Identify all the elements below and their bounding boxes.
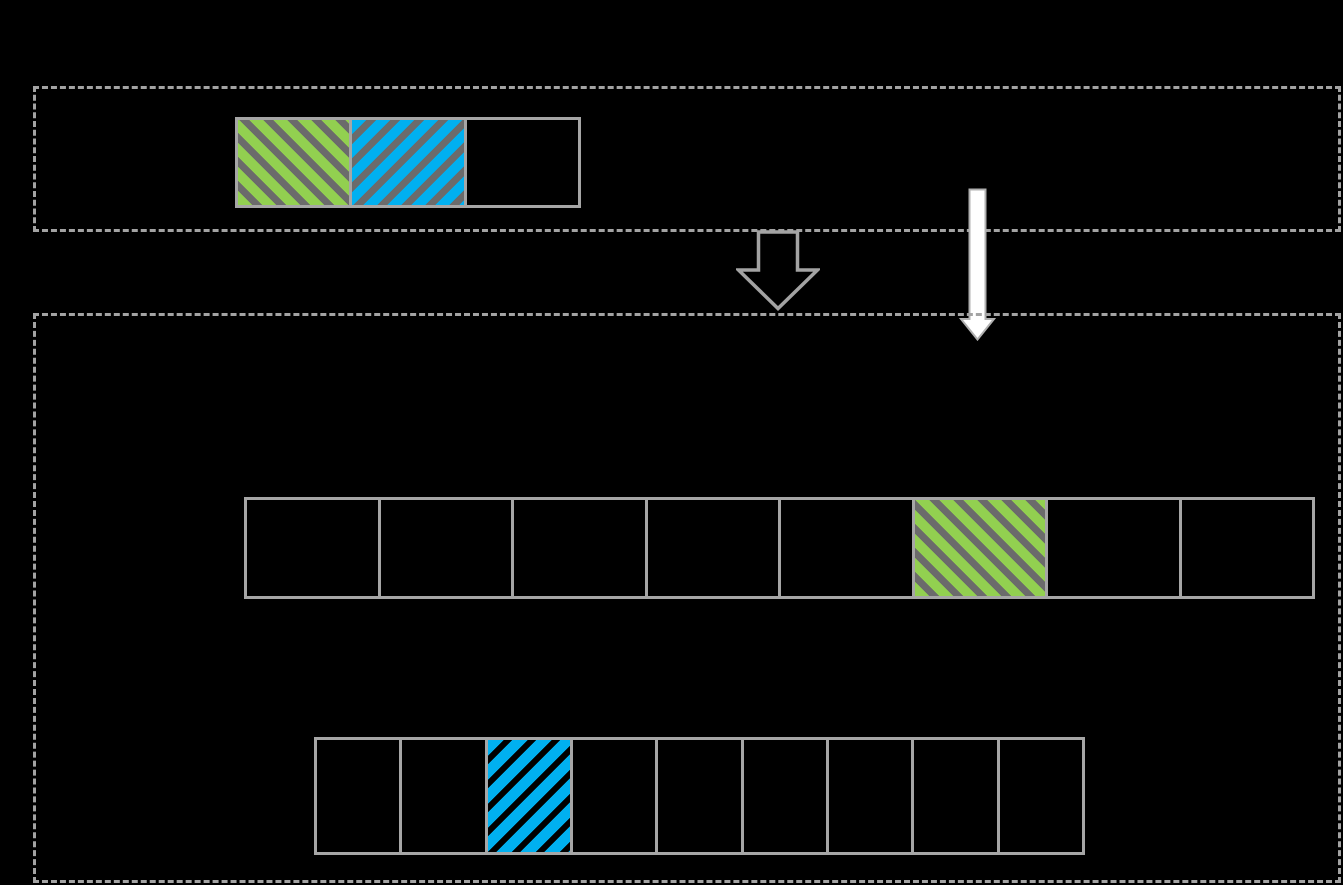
outline-down-arrow-icon (734, 230, 822, 311)
array-cell-6 (740, 740, 826, 852)
cell-array-bottom (314, 737, 1085, 855)
array-cell-7 (1045, 500, 1179, 596)
array-cell-5 (778, 500, 912, 596)
array-cell-8 (1178, 500, 1313, 596)
array-cell-3 (511, 500, 645, 596)
array-cell-8 (911, 740, 996, 852)
array-cell-3 (463, 120, 578, 205)
array-cell-7 (825, 740, 911, 852)
array-cell-9 (996, 740, 1082, 852)
array-cell-2-blue-hatch (349, 120, 464, 205)
dashed-group-box-top (33, 86, 1341, 232)
array-cell-4 (569, 740, 655, 852)
array-cell-4 (644, 500, 779, 596)
array-cell-2 (377, 500, 512, 596)
array-cell-6-green-hatch (911, 500, 1045, 596)
array-cell-1 (317, 740, 399, 852)
array-cell-5 (655, 740, 740, 852)
array-cell-1 (247, 500, 378, 596)
array-cell-2 (399, 740, 484, 852)
dashed-group-box-bottom (33, 313, 1341, 883)
array-cell-1-green-hatch (238, 120, 350, 205)
source-array (235, 117, 581, 208)
array-cell-3-blue-hatch-dark (484, 740, 570, 852)
cell-array-top (244, 497, 1315, 599)
solid-down-arrow-icon (958, 188, 997, 342)
